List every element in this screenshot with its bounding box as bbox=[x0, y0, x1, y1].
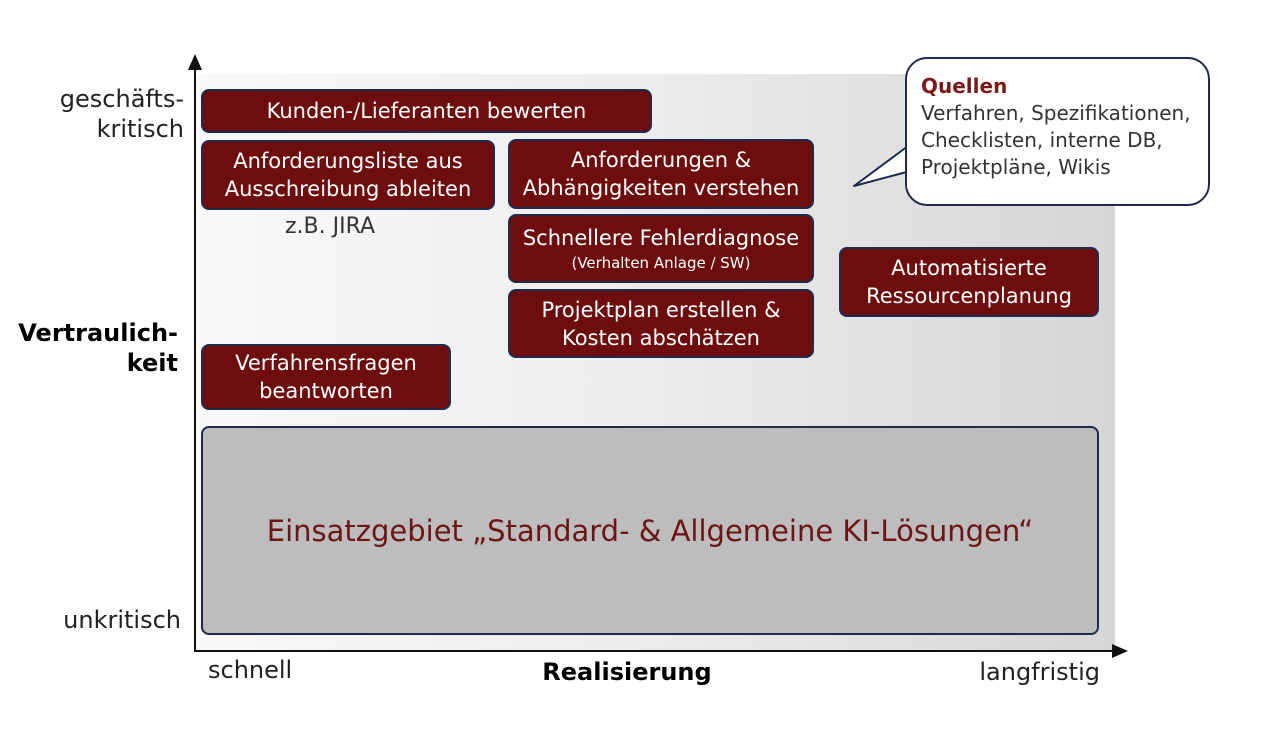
y-axis-arrow bbox=[188, 54, 202, 70]
callout-title: Quellen bbox=[921, 74, 1008, 98]
y-axis-line bbox=[194, 66, 196, 652]
box-anforderungen-label: Anforderungen & Abhängigkeiten verstehen bbox=[522, 148, 800, 200]
x-axis-line bbox=[194, 650, 1116, 652]
jira-note: z.B. JIRA bbox=[285, 214, 376, 239]
box-ressourcenplanung: Automatisierte Ressourcenplanung bbox=[839, 247, 1099, 317]
box-kunden-lieferanten-label: Kunden-/Lieferanten bewerten bbox=[266, 99, 587, 123]
box-verfahrensfragen: Verfahrensfragen beantworten bbox=[201, 344, 451, 410]
box-fehlerdiagnose-sublabel: (Verhalten Anlage / SW) bbox=[571, 253, 751, 272]
y-axis-top-label: geschäfts- kritisch bbox=[59, 85, 184, 143]
standard-ki-region: Einsatzgebiet „Standard- & Allgemeine KI… bbox=[201, 426, 1099, 635]
y-axis-bottom-label: unkritisch bbox=[63, 606, 181, 634]
x-axis-title: Realisierung bbox=[542, 658, 712, 686]
standard-ki-region-label: Einsatzgebiet „Standard- & Allgemeine KI… bbox=[266, 513, 1034, 548]
y-axis-title: Vertraulich- keit bbox=[18, 319, 178, 377]
box-projektplan-label: Projektplan erstellen & Kosten abschätze… bbox=[541, 297, 781, 350]
box-fehlerdiagnose-label: Schnellere Fehlerdiagnose bbox=[522, 225, 800, 250]
box-projektplan: Projektplan erstellen & Kosten abschätze… bbox=[508, 289, 814, 358]
callout-text: Verfahren, Spezifikationen, Checklisten,… bbox=[921, 101, 1191, 179]
sources-callout: Quellen Verfahren, Spezifikationen, Chec… bbox=[905, 57, 1210, 206]
x-axis-arrow bbox=[1112, 644, 1128, 658]
callout-tail bbox=[853, 145, 915, 187]
box-fehlerdiagnose: Schnellere Fehlerdiagnose (Verhalten Anl… bbox=[508, 214, 814, 283]
x-axis-right-label: langfristig bbox=[979, 658, 1100, 686]
box-anforderungsliste-label: Anforderungsliste aus Ausschreibung able… bbox=[224, 149, 472, 201]
box-verfahrensfragen-label: Verfahrensfragen beantworten bbox=[235, 351, 417, 403]
box-anforderungen: Anforderungen & Abhängigkeiten verstehen bbox=[508, 139, 814, 209]
box-kunden-lieferanten: Kunden-/Lieferanten bewerten bbox=[201, 89, 652, 133]
box-anforderungsliste: Anforderungsliste aus Ausschreibung able… bbox=[201, 140, 495, 210]
callout-tail-cover bbox=[907, 150, 923, 188]
x-axis-left-label: schnell bbox=[208, 656, 293, 684]
box-ressourcenplanung-label: Automatisierte Ressourcenplanung bbox=[866, 256, 1072, 308]
